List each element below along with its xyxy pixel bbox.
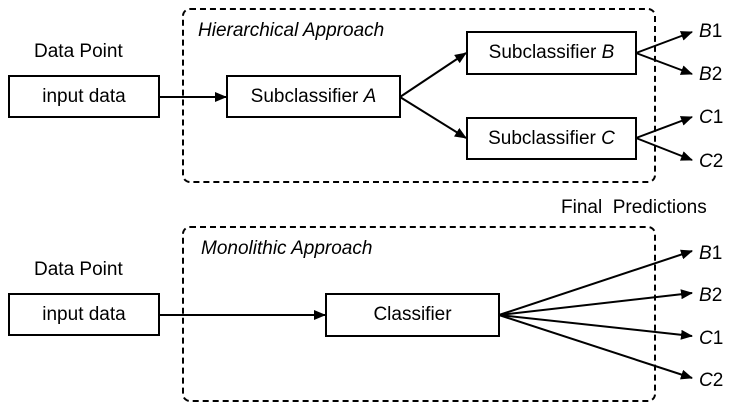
input-data-box-bottom: input data xyxy=(8,293,160,336)
arrow-sub-c-to-c1 xyxy=(635,116,693,139)
output-b1-bottom: B1 xyxy=(699,243,723,264)
input-data-box-top: input data xyxy=(8,75,160,118)
data-point-heading-bottom: Data Point xyxy=(34,259,123,280)
arrow-sub-b-to-b2 xyxy=(635,52,693,75)
output-b1-top: B1 xyxy=(699,21,723,42)
subclassifier-b-text: Subclassifier xyxy=(488,42,602,63)
arrow-classifier-to-c1 xyxy=(498,314,693,340)
output-c2-bottom: C2 xyxy=(699,370,724,391)
arrow-sub-a-to-sub-c xyxy=(399,96,467,139)
final-predictions-label: Final Predictions xyxy=(561,197,707,218)
monolithic-group xyxy=(182,226,656,402)
monolithic-title: Monolithic Approach xyxy=(201,238,373,259)
output-b2-top: B2 xyxy=(699,64,723,85)
subclassifier-a-var: A xyxy=(363,85,377,107)
subclassifier-c-box: Subclassifier C xyxy=(466,117,637,160)
arrow-sub-b-to-b1 xyxy=(635,31,693,54)
output-c2-top: C2 xyxy=(699,151,724,172)
arrow-sub-a-to-sub-b xyxy=(399,52,467,98)
arrow-classifier-to-b1 xyxy=(498,249,693,316)
subclassifier-a-box: Subclassifier A xyxy=(226,75,401,118)
arrow-sub-c-to-c2 xyxy=(635,137,693,161)
subclassifier-c-text: Subclassifier xyxy=(488,127,602,149)
arrow-classifier-to-c2 xyxy=(498,314,693,380)
subclassifier-b-var: B xyxy=(601,42,615,63)
subclassifier-b-box: Subclassifier B xyxy=(466,31,637,75)
subclassifier-a-text: Subclassifier xyxy=(250,85,364,107)
arrow-classifier-to-b2 xyxy=(498,289,693,316)
output-b2-bottom: B2 xyxy=(699,285,723,306)
hierarchical-group xyxy=(182,8,656,183)
subclassifier-c-var: C xyxy=(601,127,615,149)
output-c1-bottom: C1 xyxy=(699,328,724,349)
output-c1-top: C1 xyxy=(699,107,724,128)
hierarchical-title: Hierarchical Approach xyxy=(198,20,385,41)
classifier-box: Classifier xyxy=(325,293,500,337)
data-point-heading-top: Data Point xyxy=(34,41,123,62)
